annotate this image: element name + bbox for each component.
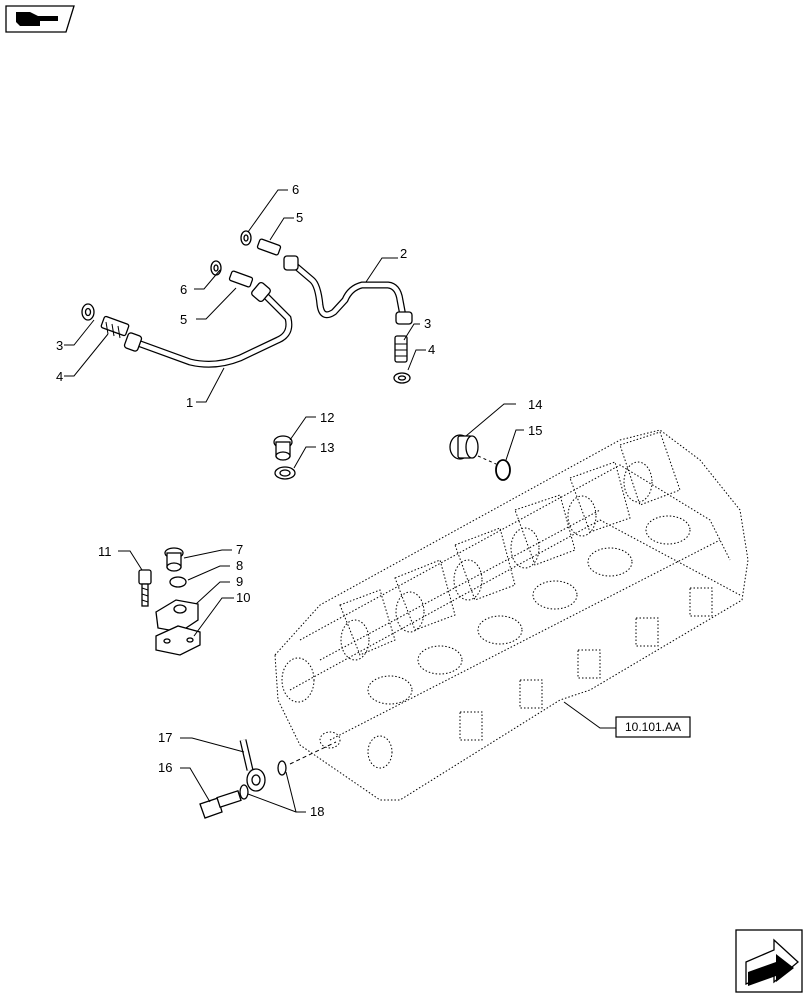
fitting-5-lower — [228, 270, 254, 288]
plug-12 — [273, 435, 293, 461]
plug-7 — [164, 547, 184, 572]
pipe-1 — [123, 281, 293, 368]
leader-lines — [64, 189, 616, 813]
callout-11: 11 — [98, 544, 112, 559]
callout-8: 8 — [236, 558, 243, 573]
hand-pointer-icon[interactable] — [5, 5, 75, 33]
washer-6-lower — [210, 260, 222, 276]
washer-6-upper — [240, 230, 252, 246]
callout-6-lower: 6 — [180, 282, 187, 297]
washers-18 — [239, 741, 337, 800]
callout-16: 16 — [158, 760, 172, 775]
next-page-arrow-icon[interactable] — [735, 929, 803, 993]
callout-10: 10 — [236, 590, 250, 605]
callout-1: 1 — [186, 395, 193, 410]
callout-15: 15 — [528, 423, 542, 438]
o-ring-15 — [477, 455, 511, 481]
cylinder-head — [274, 429, 749, 801]
callout-7: 7 — [236, 542, 243, 557]
reference-link[interactable]: 10.101.AA — [615, 716, 691, 738]
callout-3-left: 3 — [56, 338, 63, 353]
banjo-bolt-16 — [199, 790, 242, 819]
fitting-3-right — [394, 335, 408, 363]
fitting-3-left — [100, 315, 130, 339]
plug-14 — [449, 434, 479, 460]
washer-13 — [274, 466, 296, 480]
callout-14: 14 — [528, 397, 542, 412]
seal-8 — [169, 576, 187, 588]
callout-3-right: 3 — [424, 316, 431, 331]
callout-2: 2 — [400, 246, 407, 261]
pipe-2 — [283, 255, 413, 325]
callout-12: 12 — [320, 410, 334, 425]
washer-4-right — [393, 372, 411, 384]
callout-labels: 1 2 3 3 4 4 5 5 6 6 7 8 9 10 11 12 13 14… — [56, 182, 542, 819]
callout-18: 18 — [310, 804, 324, 819]
callout-4-right: 4 — [428, 342, 435, 357]
callout-5-upper: 5 — [296, 210, 303, 225]
pipe-17 — [239, 739, 266, 792]
callout-13: 13 — [320, 440, 334, 455]
bolt-11 — [138, 569, 152, 607]
flange-9 — [155, 599, 199, 633]
callout-17: 17 — [158, 730, 172, 745]
callout-6-upper: 6 — [292, 182, 299, 197]
gasket-10 — [155, 625, 201, 656]
callout-5-lower: 5 — [180, 312, 187, 327]
callout-4-left: 4 — [56, 369, 63, 384]
washer-4-left — [81, 303, 95, 321]
fitting-5-upper — [256, 238, 282, 256]
callout-9: 9 — [236, 574, 243, 589]
reference-label[interactable]: 10.101.AA — [625, 720, 681, 734]
